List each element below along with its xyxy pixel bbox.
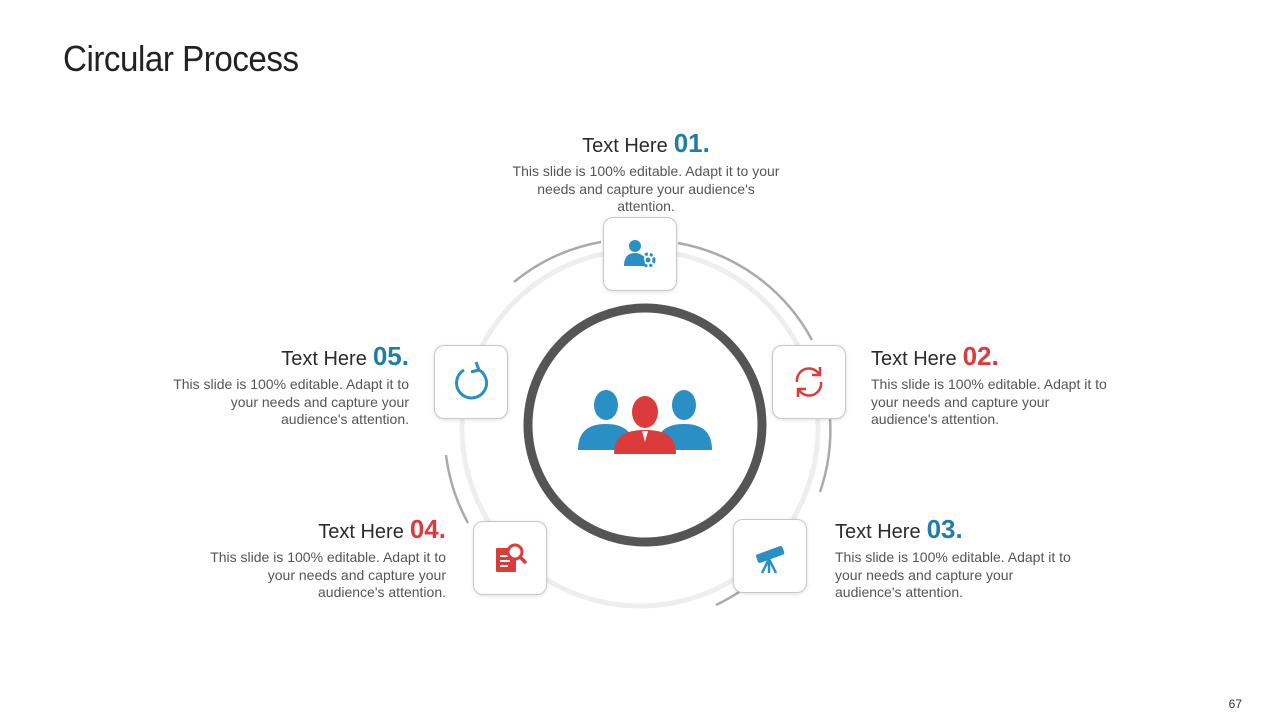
step-3-node[interactable] bbox=[733, 519, 807, 593]
step-4-number: 04. bbox=[409, 514, 446, 544]
step-2-node[interactable] bbox=[772, 345, 846, 419]
telescope-icon bbox=[756, 546, 785, 574]
connector-arc-5-1 bbox=[513, 240, 602, 283]
rotate-icon bbox=[455, 361, 489, 400]
slide-title: Circular Process bbox=[63, 38, 299, 79]
connector-arc-3-4 bbox=[715, 588, 743, 607]
step-1-description: This slide is 100% editable. Adapt it to… bbox=[512, 163, 780, 214]
user-gear-icon bbox=[624, 240, 656, 268]
step-3-description: This slide is 100% editable. Adapt it to… bbox=[835, 549, 1071, 600]
step-5-number: 05. bbox=[372, 341, 409, 371]
step-4-node[interactable] bbox=[473, 521, 547, 595]
step-4-description: This slide is 100% editable. Adapt it to… bbox=[210, 549, 446, 600]
refresh-icon bbox=[795, 367, 823, 397]
step-1-node[interactable] bbox=[603, 217, 677, 291]
connector-arc-4-5 bbox=[444, 454, 470, 524]
team-icon bbox=[578, 390, 712, 454]
page-number: 67 bbox=[1228, 697, 1242, 711]
step-2-number: 02. bbox=[962, 341, 999, 371]
step-2-description: This slide is 100% editable. Adapt it to… bbox=[871, 376, 1107, 427]
document-search-icon bbox=[496, 543, 527, 572]
connector-arc-1-2 bbox=[677, 241, 814, 341]
step-5-description: This slide is 100% editable. Adapt it to… bbox=[173, 376, 409, 427]
connector-arc-2-3 bbox=[818, 417, 832, 493]
step-1-number: 01. bbox=[673, 128, 710, 158]
step-3-number: 03. bbox=[926, 514, 963, 544]
step-5-node[interactable] bbox=[434, 345, 508, 419]
